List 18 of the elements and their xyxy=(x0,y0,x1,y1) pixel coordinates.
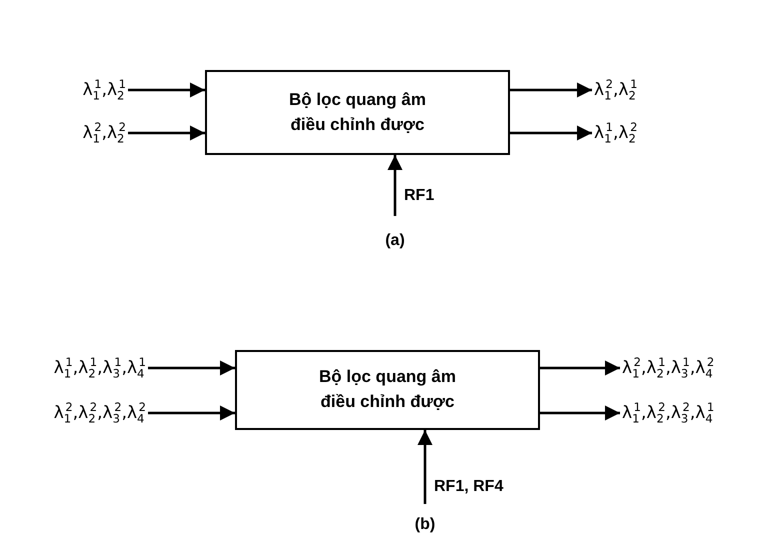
arrow xyxy=(128,82,205,98)
filter-box xyxy=(205,70,510,155)
box-label: Bộ lọc quang âm điều chỉnh được xyxy=(318,366,457,413)
box-label: Bộ lọc quang âm điều chỉnh được xyxy=(288,88,427,136)
arrow xyxy=(388,155,402,216)
arrow xyxy=(128,126,205,140)
arrow xyxy=(540,360,620,376)
arrow xyxy=(148,406,235,420)
arrow xyxy=(510,82,592,98)
arrow xyxy=(510,126,592,140)
filter-box xyxy=(235,350,540,430)
arrow xyxy=(418,430,432,504)
arrow xyxy=(540,406,620,420)
rf-signal-label: RF1, RF4 xyxy=(434,478,504,496)
rf-signal-label: RF1 xyxy=(404,187,434,205)
panel-label: (a) xyxy=(385,232,405,250)
panel-label: (b) xyxy=(414,516,436,534)
arrow xyxy=(148,360,235,376)
